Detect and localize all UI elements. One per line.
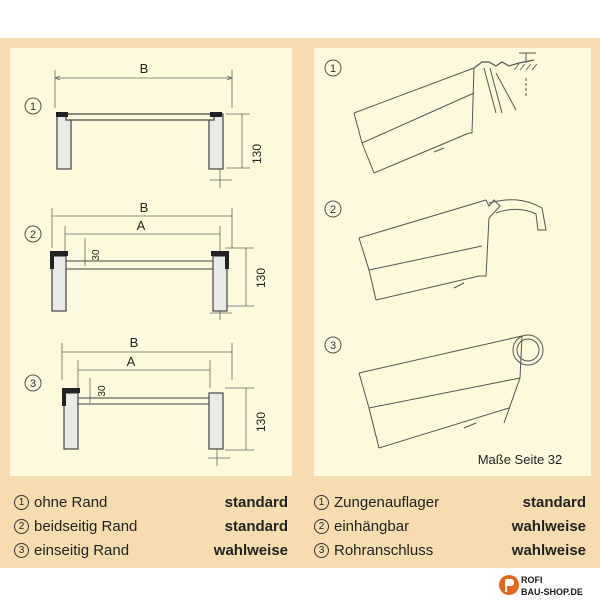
number-circle-2 — [324, 200, 342, 218]
number-circle-3 — [24, 374, 42, 392]
legend-number: 2 — [314, 519, 329, 535]
number-label-2: 2 — [30, 229, 36, 241]
dim-b-label-2: B — [140, 200, 149, 215]
section-1-drawing — [54, 70, 250, 188]
legend-value: standard — [224, 493, 288, 511]
cross-section-drawing: 1 2 3 — [24, 61, 268, 466]
number-label-1: 1 — [330, 63, 336, 75]
legend-value: wahlweise — [511, 541, 586, 559]
dim-height-label-2: 130 — [254, 268, 268, 288]
number-label-1: 1 — [30, 101, 36, 113]
legend-value: standard — [522, 493, 586, 511]
legend-number: 3 — [314, 543, 329, 559]
number-label-2: 2 — [330, 204, 336, 216]
detail-2-drawing — [358, 199, 547, 301]
dim-height-label-3: 130 — [254, 412, 268, 432]
legend-number: 1 — [14, 495, 29, 511]
figure-frame: 1 2 3 — [0, 38, 600, 568]
connection-detail-drawing: 1 2 3 — [324, 52, 563, 467]
legend-value: standard — [224, 517, 288, 535]
number-circle-2 — [24, 225, 42, 243]
legend-left-row-1: 1 ohne Rand standard — [14, 491, 288, 513]
dim-height-label-1: 130 — [250, 144, 264, 164]
number-label-3: 3 — [30, 378, 36, 390]
number-label-3: 3 — [330, 340, 336, 352]
section-2-drawing — [50, 208, 254, 320]
brand-logo: ROFI BAU-SHOP.DE — [499, 575, 583, 597]
legend-label: Zungenauflager — [334, 493, 440, 511]
section-3-drawing — [61, 343, 254, 466]
legend-right-row-3: 3 Rohranschluss wahlweise — [314, 539, 586, 561]
dim-a-label-2: A — [137, 218, 146, 233]
logo-text-bottom: BAU-SHOP.DE — [521, 587, 583, 597]
legend-number: 3 — [14, 543, 29, 559]
legend-label: beidseitig Rand — [34, 517, 138, 535]
reference-note: Maße Seite 32 — [478, 452, 563, 467]
connection-detail-panel: 1 2 3 — [314, 48, 591, 476]
dim-a-label-3: A — [127, 354, 136, 369]
dim-b-label-3: B — [130, 335, 139, 350]
number-circle-3 — [324, 336, 342, 354]
legend-value: wahlweise — [511, 517, 586, 535]
legend-left-row-2: 2 beidseitig Rand standard — [14, 515, 288, 537]
dim-30-label-2: 30 — [91, 249, 102, 261]
legend-label: ohne Rand — [34, 493, 108, 511]
logo-text-top: ROFI — [521, 575, 543, 585]
legend-number: 1 — [314, 495, 329, 511]
detail-1-drawing — [353, 52, 538, 174]
number-circle-1 — [324, 59, 342, 77]
legend-right-row-1: 1 Zungenauflager standard — [314, 491, 586, 513]
number-circle-1 — [24, 97, 42, 115]
legend-number: 2 — [14, 519, 29, 535]
legend-label: einhängbar — [334, 517, 410, 535]
legend-value: wahlweise — [213, 541, 288, 559]
legend-label: einseitig Rand — [34, 541, 130, 559]
dim-30-label-3: 30 — [97, 385, 108, 397]
legend-left-row-3: 3 einseitig Rand wahlweise — [14, 539, 288, 561]
dim-b-label-1: B — [140, 61, 149, 76]
legend-right-row-2: 2 einhängbar wahlweise — [314, 515, 586, 537]
detail-3-drawing — [358, 334, 544, 449]
legend-label: Rohranschluss — [334, 541, 434, 559]
cross-section-panel: 1 2 3 — [10, 48, 292, 476]
